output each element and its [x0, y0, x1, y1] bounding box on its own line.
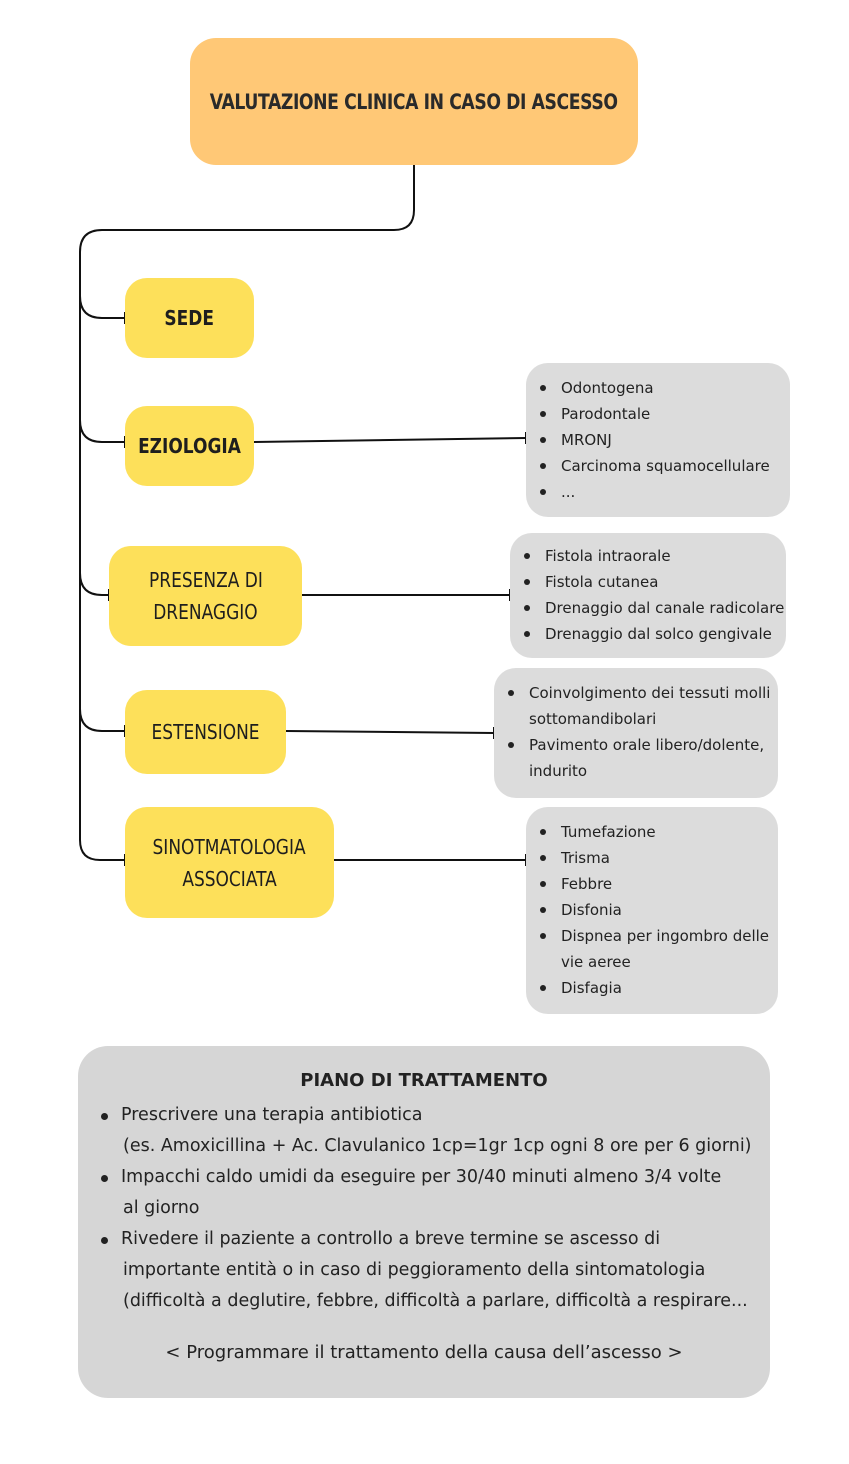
category-sintomatologia-label-2: ASSOCIATA [182, 866, 277, 891]
category-drenaggio: PRESENZA DI DRENAGGIO [109, 546, 302, 646]
category-sede-label: SEDE [164, 306, 215, 330]
list-item: Trisma [526, 845, 778, 871]
list-item: Fistola intraorale [510, 543, 786, 569]
sede-connector [79, 295, 125, 319]
estensione-details: Coinvolgimento dei tessuti molli sottoma… [494, 668, 778, 798]
plan-footer: < Programmare il trattamento della causa… [165, 1342, 683, 1363]
list-item: ... [526, 479, 790, 505]
category-eziologia-label: EZIOLOGIA [138, 434, 241, 458]
trunk-connector [79, 165, 415, 861]
drenaggio-connector [79, 572, 109, 596]
main-title-text: VALUTAZIONE CLINICA IN CASO DI ASCESSO [210, 89, 618, 114]
list-item: Febbre [526, 871, 778, 897]
list-item: Carcinoma squamocellulare [526, 453, 790, 479]
category-sede: SEDE [125, 278, 254, 358]
estensione-detail-connector [285, 730, 495, 734]
drenaggio-details: Fistola intraorale Fistola cutanea Drena… [510, 533, 786, 658]
list-item: Coinvolgimento dei tessuti molli sottoma… [494, 680, 778, 732]
list-item: Pavimento orale libero/dolente, indurito [494, 732, 778, 784]
eziologia-details: Odontogena Parodontale MRONJ Carcinoma s… [526, 363, 790, 517]
category-sintomatologia-label-1: SINOTMATOLOGIA [152, 834, 307, 859]
list-item: Disfonia [526, 897, 778, 923]
plan-title: PIANO DI TRATTAMENTO [300, 1070, 548, 1091]
list-item: Parodontale [526, 401, 790, 427]
estensione-connector [79, 708, 125, 732]
main-title: VALUTAZIONE CLINICA IN CASO DI ASCESSO [190, 38, 638, 165]
plan-item: Rivedere il paziente a controllo a breve… [78, 1224, 758, 1317]
category-estensione-label: ESTENSIONE [151, 720, 260, 744]
eziologia-detail-connector [253, 437, 527, 443]
sintomatologia-details: Tumefazione Trisma Febbre Disfonia Dispn… [526, 807, 778, 1014]
list-item: Odontogena [526, 375, 790, 401]
list-item: Fistola cutanea [510, 569, 786, 595]
list-item: MRONJ [526, 427, 790, 453]
plan-item: Prescrivere una terapia antibiotica (es.… [78, 1100, 758, 1162]
treatment-plan: PIANO DI TRATTAMENTO Prescrivere una ter… [78, 1046, 770, 1398]
category-sintomatologia: SINOTMATOLOGIA ASSOCIATA [125, 807, 334, 918]
list-item: Dispnea per ingombro delle vie aeree [526, 923, 778, 975]
category-drenaggio-label-2: DRENAGGIO [153, 600, 258, 624]
list-item: Drenaggio dal canale radicolare [510, 595, 786, 621]
category-drenaggio-label-1: PRESENZA DI [148, 568, 263, 592]
list-item: Drenaggio dal solco gengivale [510, 621, 786, 647]
plan-item: Impacchi caldo umidi da eseguire per 30/… [78, 1162, 758, 1224]
list-item: Disfagia [526, 975, 778, 1001]
category-eziologia: EZIOLOGIA [125, 406, 254, 486]
category-estensione: ESTENSIONE [125, 690, 286, 774]
eziologia-connector [79, 419, 125, 443]
list-item: Tumefazione [526, 819, 778, 845]
